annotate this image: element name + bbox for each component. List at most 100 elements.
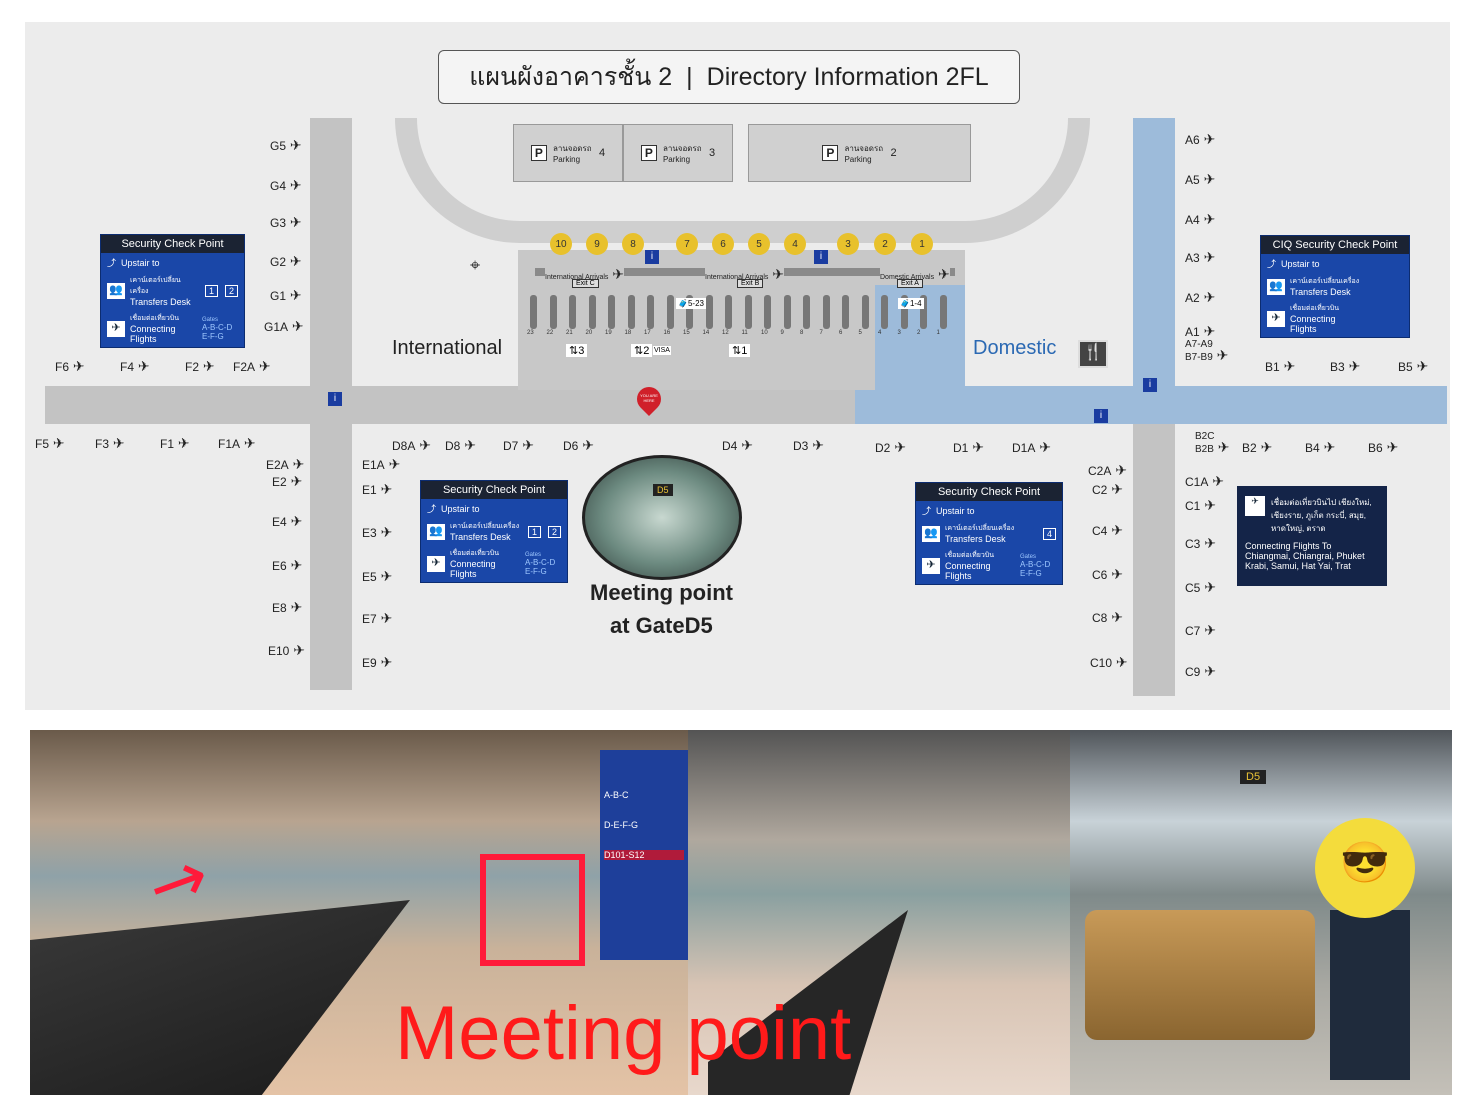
connecting-flights-icon: ✈ bbox=[1267, 310, 1285, 327]
gate-f1a: F1A bbox=[218, 435, 256, 452]
transfer-desk-icon: 👥 bbox=[427, 523, 445, 540]
gate-d8: D8 bbox=[445, 437, 476, 454]
transfer-num: 1 bbox=[741, 345, 748, 357]
belt-number: 6 bbox=[839, 330, 843, 336]
belt-number: 19 bbox=[605, 330, 612, 336]
transfer-thai: เคาน์เตอร์เปลี่ยนเครื่อง bbox=[945, 525, 1015, 532]
transfer-3: ⇅3 bbox=[566, 344, 588, 357]
gate-e3: E3 bbox=[362, 524, 392, 541]
baggage-belt bbox=[705, 295, 713, 329]
you-are-here-label: YOU ARE HERE bbox=[640, 393, 658, 403]
baggage-belt bbox=[783, 295, 791, 329]
transfer-label: Transfers Desk bbox=[450, 532, 511, 542]
info-icon: i bbox=[645, 250, 659, 264]
gate-e9: E9 bbox=[362, 654, 392, 671]
door-number: 2 bbox=[874, 233, 896, 255]
upstair-label: Upstair to bbox=[936, 505, 975, 516]
baggage-belt bbox=[744, 295, 752, 329]
parking-label: ลานจอดรถ Parking bbox=[662, 144, 702, 164]
gate-g4: G4 bbox=[270, 177, 302, 194]
transfer-desk-number: 2 bbox=[224, 285, 238, 297]
photo-gate-d5-seats: D5 😎 bbox=[1070, 730, 1452, 1095]
parking-number: 3 bbox=[708, 147, 716, 159]
gate-c3: C3 bbox=[1185, 535, 1216, 552]
intl-arrivals-label: International Arrivals bbox=[705, 266, 785, 283]
upstair-label: Upstair to bbox=[441, 503, 480, 514]
gate-c4: C4 bbox=[1092, 522, 1123, 539]
gate-a5: A5 bbox=[1185, 171, 1215, 188]
transfer-desk-number: 1 bbox=[204, 285, 218, 297]
baggage-belt bbox=[725, 295, 732, 329]
gate-a2: A2 bbox=[1185, 289, 1215, 306]
belt-number: 12 bbox=[722, 330, 729, 336]
person bbox=[1330, 910, 1410, 1080]
belt-number: 7 bbox=[819, 330, 823, 336]
door-number: 7 bbox=[676, 233, 698, 255]
connect-label: Connecting Flights bbox=[130, 324, 176, 344]
gate-d3: D3 bbox=[793, 437, 824, 454]
belt-number: 17 bbox=[644, 330, 651, 336]
gate-c10: C10 bbox=[1090, 654, 1128, 671]
intl-arrivals-label: International Arrivals bbox=[545, 266, 625, 283]
info-icon: i bbox=[1143, 378, 1157, 392]
gates-list: A-B-C-D E-F-G bbox=[202, 322, 233, 341]
baggage-belt bbox=[764, 295, 771, 329]
title-thai: แผนผังอาคารชั้น 2 bbox=[469, 63, 673, 91]
transfer-desk-icon: 👥 bbox=[922, 525, 940, 542]
gate-a1: A1 bbox=[1185, 323, 1215, 340]
exit-b: Exit B bbox=[737, 279, 764, 288]
gate-a3: A3 bbox=[1185, 249, 1215, 266]
baggage-belt bbox=[920, 295, 927, 329]
door-number: 1 bbox=[911, 233, 933, 255]
gate-f2a: F2A bbox=[233, 358, 271, 375]
connecting-flights-icon: ✈ bbox=[922, 557, 940, 574]
belt-number: 14 bbox=[702, 330, 710, 336]
parking-number: 4 bbox=[598, 147, 606, 159]
moving-walkway bbox=[30, 900, 410, 1095]
sign-title: Security Check Point bbox=[421, 481, 567, 499]
baggage-belt bbox=[803, 295, 810, 329]
gate-c1a: C1A bbox=[1185, 473, 1224, 490]
transfer-label: Transfers Desk bbox=[1290, 287, 1351, 297]
baggage-belt bbox=[900, 295, 908, 329]
door-number: 10 bbox=[550, 233, 572, 255]
sign-title: Security Check Point bbox=[916, 483, 1062, 501]
gate-e1: E1 bbox=[362, 481, 392, 498]
photo-walkway-2 bbox=[688, 730, 1070, 1095]
connect-thai: เชื่อมต่อเที่ยวบิน bbox=[130, 315, 179, 322]
domestic-arrivals-label: Domestic Arrivals bbox=[880, 266, 950, 283]
door-number: 5 bbox=[748, 233, 770, 255]
exit-c: Exit C bbox=[572, 279, 599, 288]
sign-title: CIQ Security Check Point bbox=[1261, 236, 1409, 254]
gate-b2c-b2b: B2C B2B bbox=[1195, 432, 1230, 455]
meeting-point-caption: Meeting point bbox=[395, 991, 852, 1076]
gate-g1: G1 bbox=[270, 287, 302, 304]
upstair-label: Upstair to bbox=[121, 257, 160, 268]
exit-a: Exit A bbox=[897, 279, 923, 288]
compass-icon: ⌖ bbox=[470, 255, 481, 275]
main-corridor-international bbox=[45, 386, 857, 424]
baggage-intl-label: 5-23 bbox=[687, 299, 704, 308]
transfer-1: ⇅1 bbox=[729, 344, 751, 357]
gate-c2a: C2A bbox=[1088, 462, 1127, 479]
connect-thai: เชื่อมต่อเที่ยวบิน bbox=[945, 552, 994, 559]
transfer-desk-icon: 👥 bbox=[107, 283, 125, 299]
escalator-icon: ⤴ bbox=[107, 258, 117, 268]
gate-c1: C1 bbox=[1185, 497, 1216, 514]
belt-number: 15 bbox=[683, 330, 690, 336]
meeting-gate-label: at GateD5 bbox=[610, 613, 713, 638]
sign-d101: D101-S12 bbox=[604, 850, 684, 860]
gate-b3: B3 bbox=[1330, 358, 1360, 375]
belt-number: 21 bbox=[566, 330, 573, 336]
transfer-desk-number: 1 bbox=[527, 525, 541, 538]
zone-domestic-label: Domestic bbox=[973, 337, 1057, 359]
zone-international-label: International bbox=[392, 337, 503, 359]
baggage-belt bbox=[608, 295, 615, 329]
gate-a7-a9-b7-b9: A7-A9 B7-B9 bbox=[1185, 340, 1228, 363]
gate-e7: E7 bbox=[362, 610, 392, 627]
title-separator: | bbox=[686, 62, 693, 91]
baggage-belt bbox=[939, 295, 947, 329]
escalator-icon: ⤴ bbox=[427, 504, 437, 514]
gate-e2: E2 bbox=[272, 473, 302, 490]
